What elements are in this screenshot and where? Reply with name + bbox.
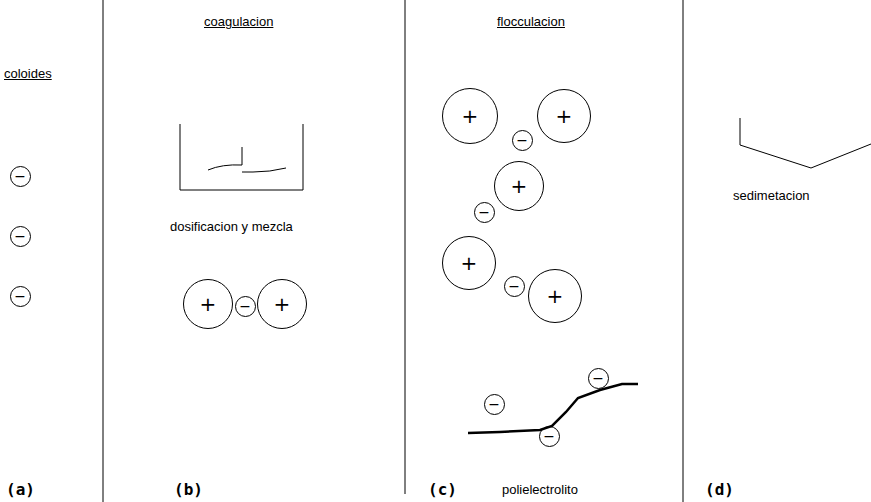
charge-circle: − — [484, 394, 505, 415]
charge-circle: − — [10, 166, 31, 187]
panel-divider — [405, 0, 406, 494]
charge-circle: − — [539, 426, 560, 447]
caption-label: dosificacion y mezcla — [170, 219, 293, 235]
mixing-tank — [180, 124, 303, 190]
panel-letter: (d) — [705, 480, 734, 499]
charge-circle: − — [588, 368, 609, 389]
panel-letter: (c) — [428, 480, 457, 499]
charge-circle: − — [512, 130, 533, 151]
caption-label: polielectrolito — [502, 482, 578, 498]
charge-sign: − — [516, 133, 528, 147]
charge-sign: + — [511, 176, 528, 196]
charge-sign: − — [14, 229, 26, 243]
charge-sign: + — [200, 294, 217, 314]
charge-sign: + — [547, 286, 564, 306]
charge-sign: − — [14, 169, 26, 183]
charge-circle: + — [442, 236, 496, 290]
charge-circle: + — [537, 89, 591, 143]
panel-heading: coagulacion — [204, 14, 273, 30]
panel-heading: flocculacion — [497, 14, 565, 30]
charge-sign: − — [239, 299, 251, 313]
panel-divider — [683, 0, 684, 502]
charge-sign: + — [274, 294, 291, 314]
charge-circle: + — [183, 279, 233, 329]
charge-sign: + — [461, 253, 478, 273]
charge-circle: + — [528, 269, 582, 323]
panel-heading: coloides — [4, 66, 52, 82]
charge-sign: + — [556, 106, 573, 126]
panel-divider — [103, 0, 104, 502]
panel-letter: (a) — [6, 480, 35, 499]
mixer-blade — [208, 147, 286, 172]
charge-circle: − — [504, 276, 525, 297]
settling-tank — [740, 118, 871, 168]
caption-label: sedimetacion — [733, 188, 810, 204]
charge-sign: − — [478, 205, 490, 219]
charge-circle: − — [10, 226, 31, 247]
charge-circle: − — [10, 286, 31, 307]
charge-circle: − — [235, 296, 256, 317]
panel-letter: (b) — [174, 480, 203, 499]
charge-circle: + — [257, 279, 307, 329]
charge-circle: + — [494, 161, 544, 211]
charge-circle: + — [442, 88, 498, 144]
charge-circle: − — [474, 202, 495, 223]
charge-sign: − — [592, 371, 604, 385]
charge-sign: − — [508, 279, 520, 293]
charge-sign: − — [488, 397, 500, 411]
charge-sign: − — [14, 289, 26, 303]
charge-sign: − — [543, 429, 555, 443]
charge-sign: + — [462, 106, 479, 126]
